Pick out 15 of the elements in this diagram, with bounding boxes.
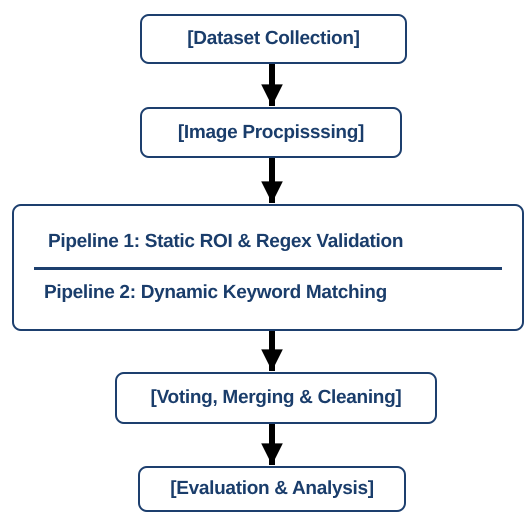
step-label: [Image Procpisssing] bbox=[178, 122, 364, 144]
pipeline-box bbox=[12, 204, 524, 331]
arrow bbox=[261, 424, 283, 465]
step-label: Pipeline 2: Dynamic Keyword Matching bbox=[44, 282, 387, 304]
process-box bbox=[115, 372, 437, 424]
step-label: [Voting, Merging & Cleaning] bbox=[150, 387, 402, 409]
arrow bbox=[261, 331, 283, 371]
step-label: Pipeline 1: Static ROI & Regex Validation bbox=[48, 231, 404, 254]
process-box bbox=[140, 107, 402, 158]
process-box bbox=[140, 14, 407, 64]
process-box bbox=[138, 466, 406, 512]
step-label: [Evaluation & Analysis] bbox=[170, 478, 374, 500]
arrow bbox=[261, 158, 283, 203]
arrow bbox=[261, 64, 283, 106]
step-label: [Dataset Collection] bbox=[187, 28, 360, 50]
